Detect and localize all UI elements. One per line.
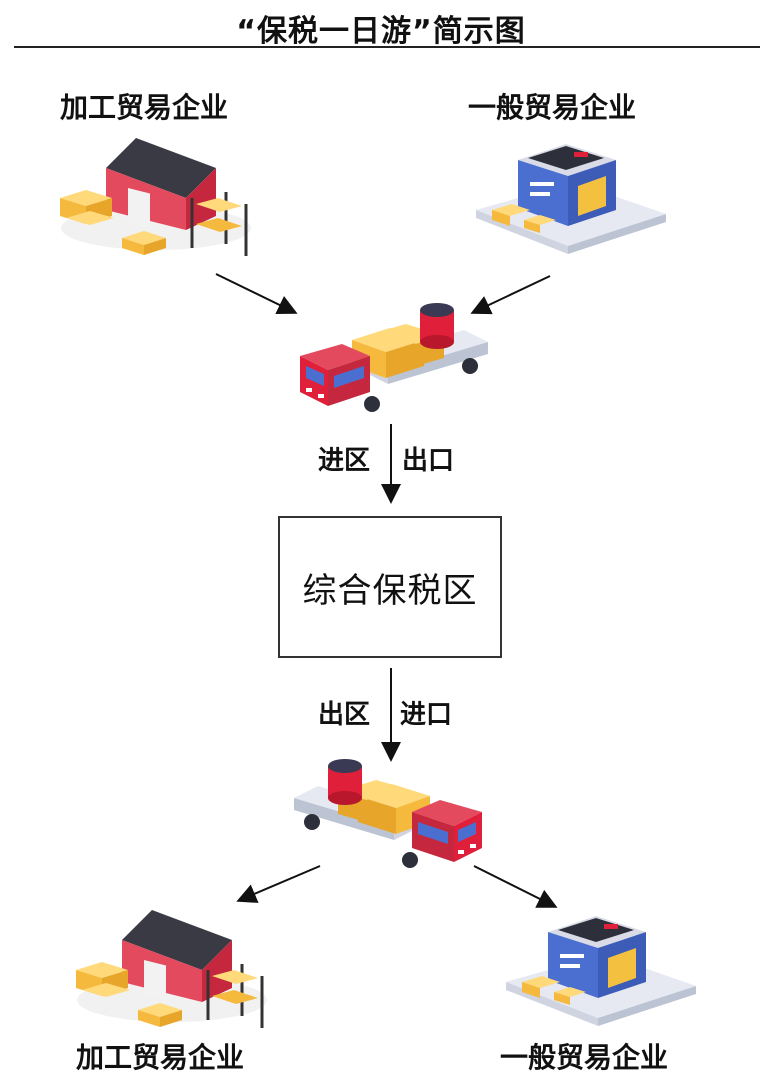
flow-in-left-label: 进区 [318, 446, 371, 476]
warehouse-icon [506, 916, 696, 1026]
bottom-left-enterprise-label: 加工贸易企业 [76, 1041, 245, 1074]
bottom-right-enterprise-label: 一般贸易企业 [500, 1041, 669, 1074]
top-right-enterprise-label: 一般贸易企业 [468, 91, 637, 124]
title-underline [14, 46, 760, 48]
factory-icon [76, 910, 267, 1028]
top-left-enterprise-label: 加工贸易企业 [60, 91, 229, 124]
truck-icon [294, 759, 482, 868]
diagram-title: “保税一日游”简示图 [236, 14, 526, 49]
truck-icon [300, 303, 488, 412]
flow-in-right-label: 出口 [402, 446, 455, 476]
flow-out-left-label: 出区 [318, 700, 371, 730]
warehouse-icon [476, 144, 666, 254]
comprehensive-bonded-zone: 综合保税区 [278, 516, 502, 658]
factory-icon [60, 138, 251, 256]
flow-out-right-label: 进口 [400, 700, 453, 730]
